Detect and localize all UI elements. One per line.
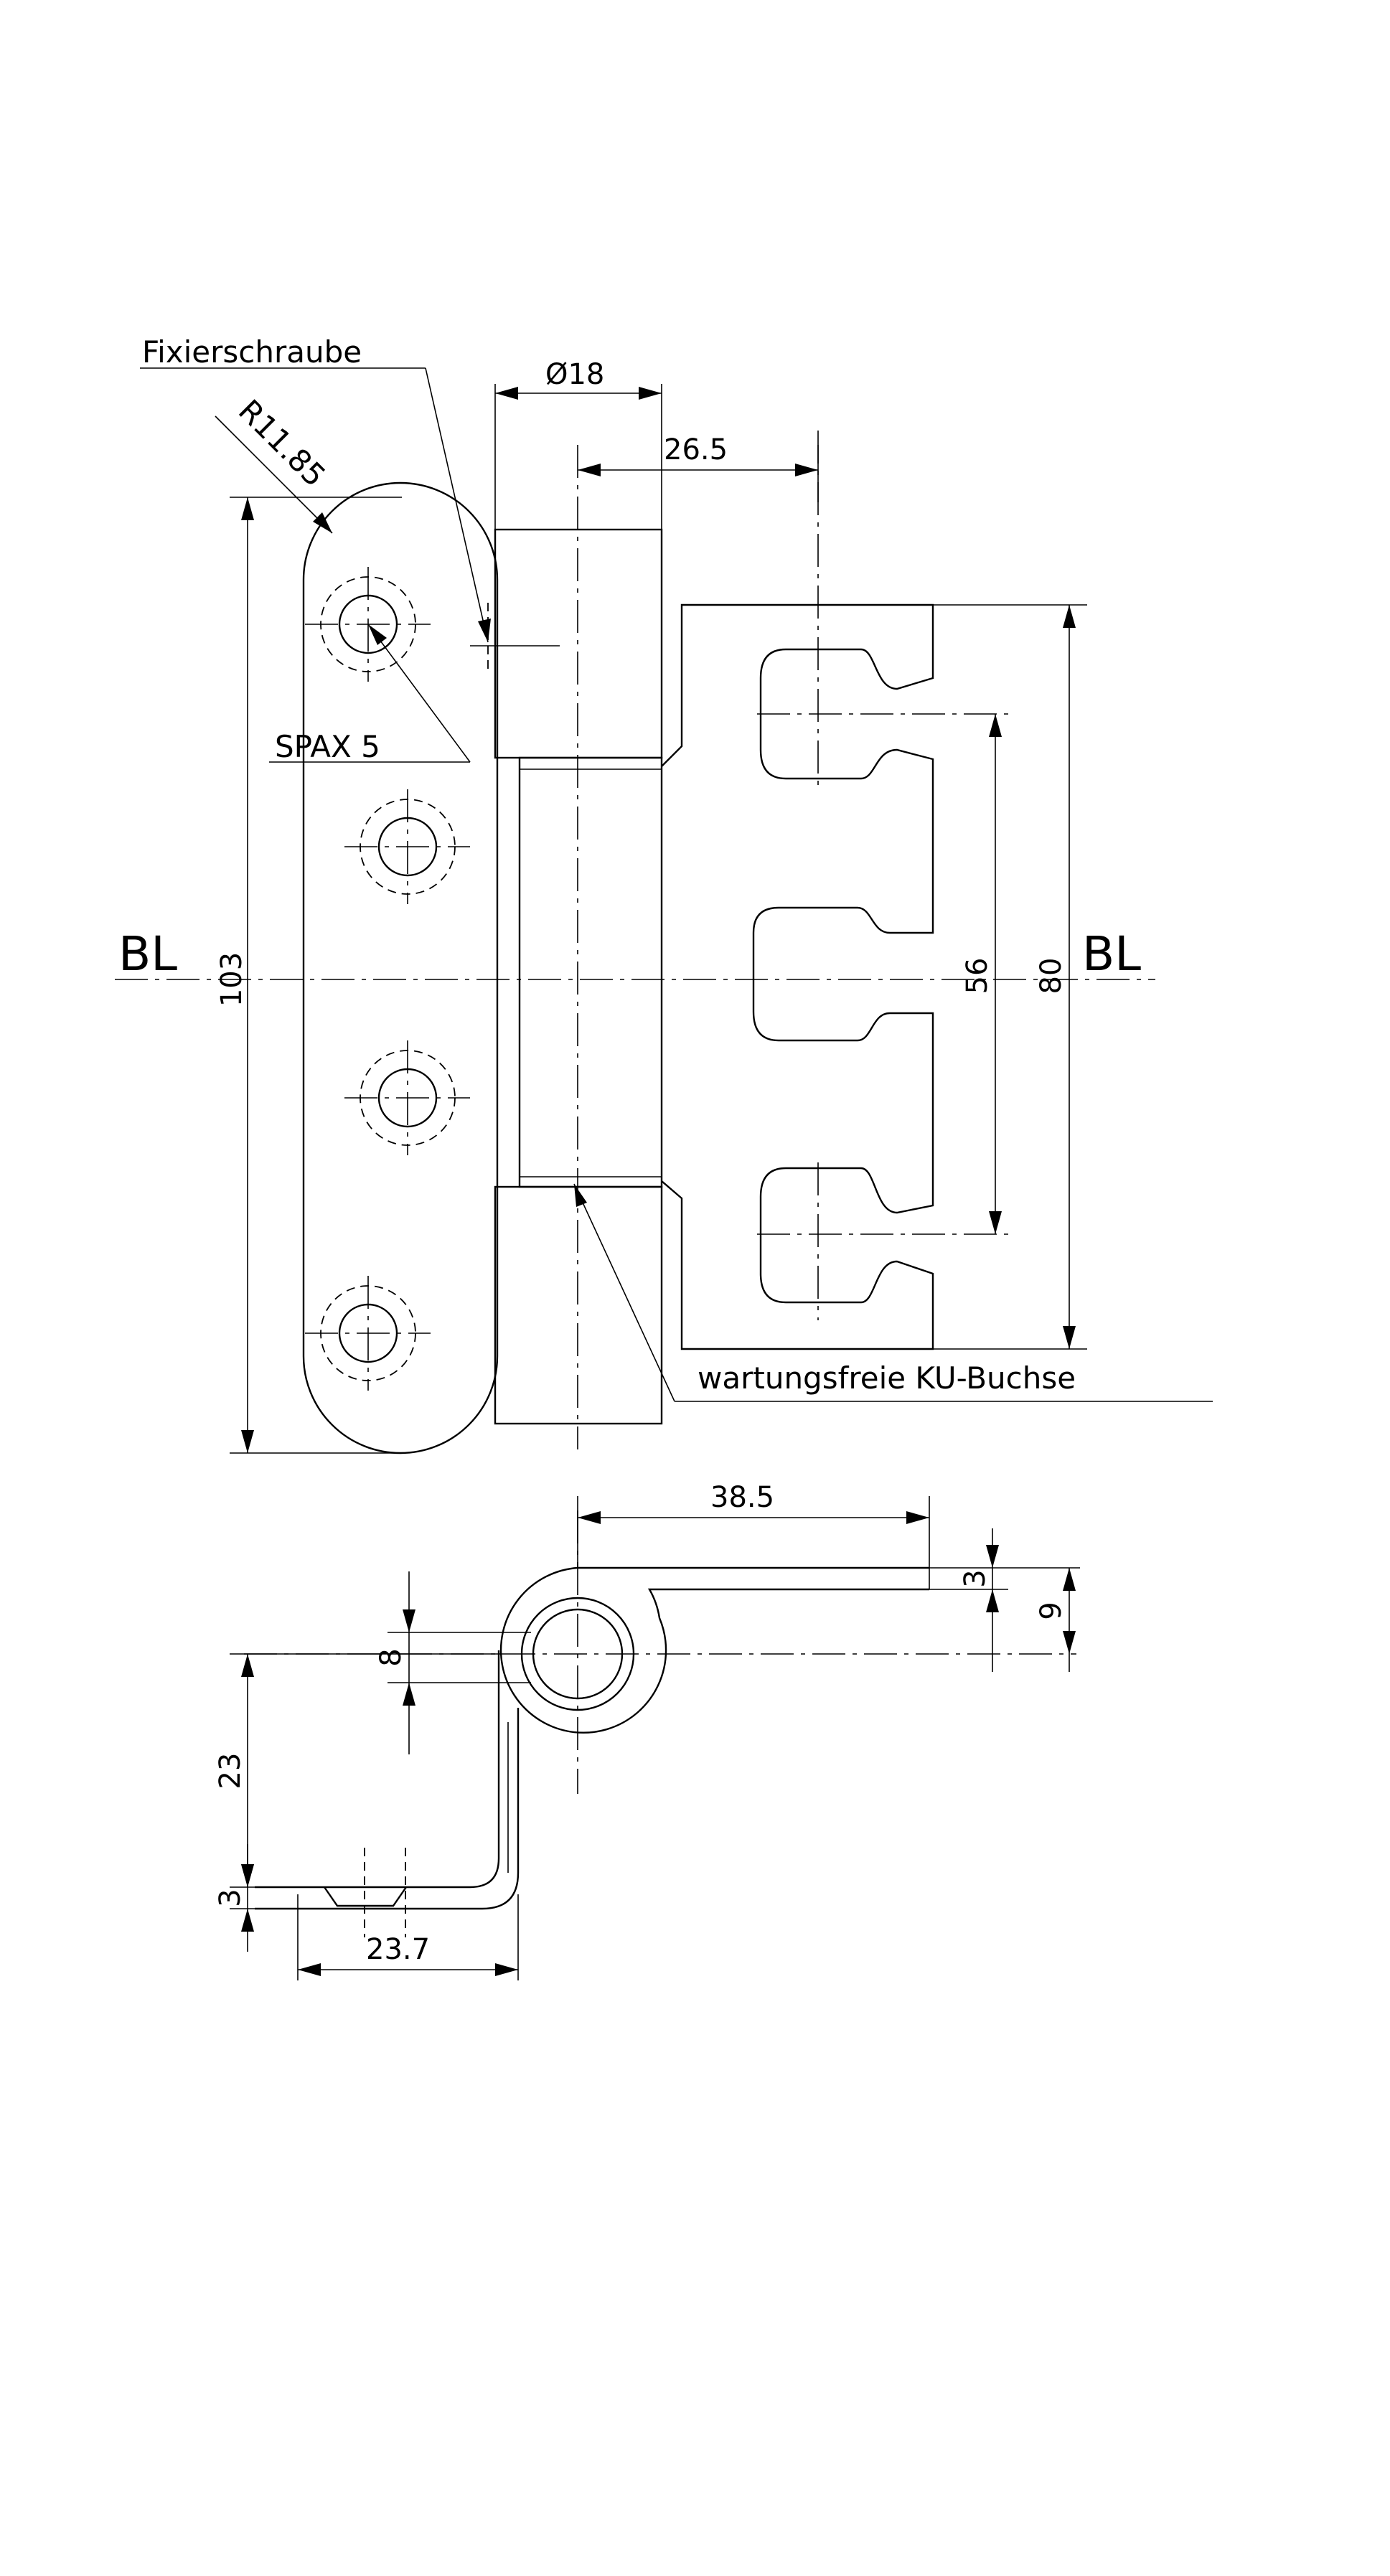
dimension-56: 56 [961,714,1002,1234]
dimension-3-top: 3 [929,1528,1008,1672]
dimension-80: 80 [933,604,1087,1350]
leaf-outline [302,481,499,1454]
bushing-callout: wartungsfreie KU-Buchse [573,1183,1213,1402]
svg-text:103: 103 [215,952,248,1007]
dimension-8: 8 [375,1571,531,1754]
dimension-38-5: 38.5 [577,1481,930,1589]
svg-text:23.7: 23.7 [366,1933,430,1966]
baseline-label-right: BL [1082,926,1141,982]
screw-hole-2 [344,789,470,904]
screw-hole-1 [305,567,431,682]
right-leaf [661,603,934,1350]
svg-text:Fixierschraube: Fixierschraube [142,334,362,370]
dimension-9: 9 [1008,1567,1080,1672]
dimension-3-bottom: 3 [214,1844,330,1952]
fixing-screw-callout: Fixierschraube [140,334,491,643]
dimension-23: 23 [214,1653,502,1888]
svg-text:38.5: 38.5 [710,1481,774,1514]
svg-text:8: 8 [375,1648,408,1666]
knuckle-eye [499,1566,929,1734]
radius-callout: R11.85 [215,392,333,534]
dimension-23-7: 23.7 [297,1894,519,1980]
svg-text:9: 9 [1035,1602,1068,1620]
plan-view: 38.5 3 9 8 [214,1481,1080,1980]
svg-text:80: 80 [1035,958,1068,995]
svg-text:3: 3 [214,1889,247,1907]
svg-text:wartungsfreie KU-Buchse: wartungsfreie KU-Buchse [698,1360,1076,1396]
svg-text:23: 23 [214,1753,247,1790]
svg-text:SPAX 5: SPAX 5 [275,729,380,764]
svg-text:3: 3 [959,1569,992,1587]
svg-text:R11.85: R11.85 [232,392,332,493]
screw-callout: SPAX 5 [269,624,471,764]
baseline-label-left: BL [118,926,177,982]
barrel [494,528,663,1425]
front-view: BL BL Ø18 26.5 103 [115,334,1213,1454]
screw-hole-4 [305,1276,431,1391]
screw-hole-3 [344,1040,470,1155]
svg-text:56: 56 [961,958,994,995]
svg-text:Ø18: Ø18 [545,358,604,391]
dimension-diameter: Ø18 [494,358,662,530]
dimension-103: 103 [215,497,402,1454]
dimension-26-5: 26.5 [578,433,819,502]
svg-text:26.5: 26.5 [664,433,728,466]
